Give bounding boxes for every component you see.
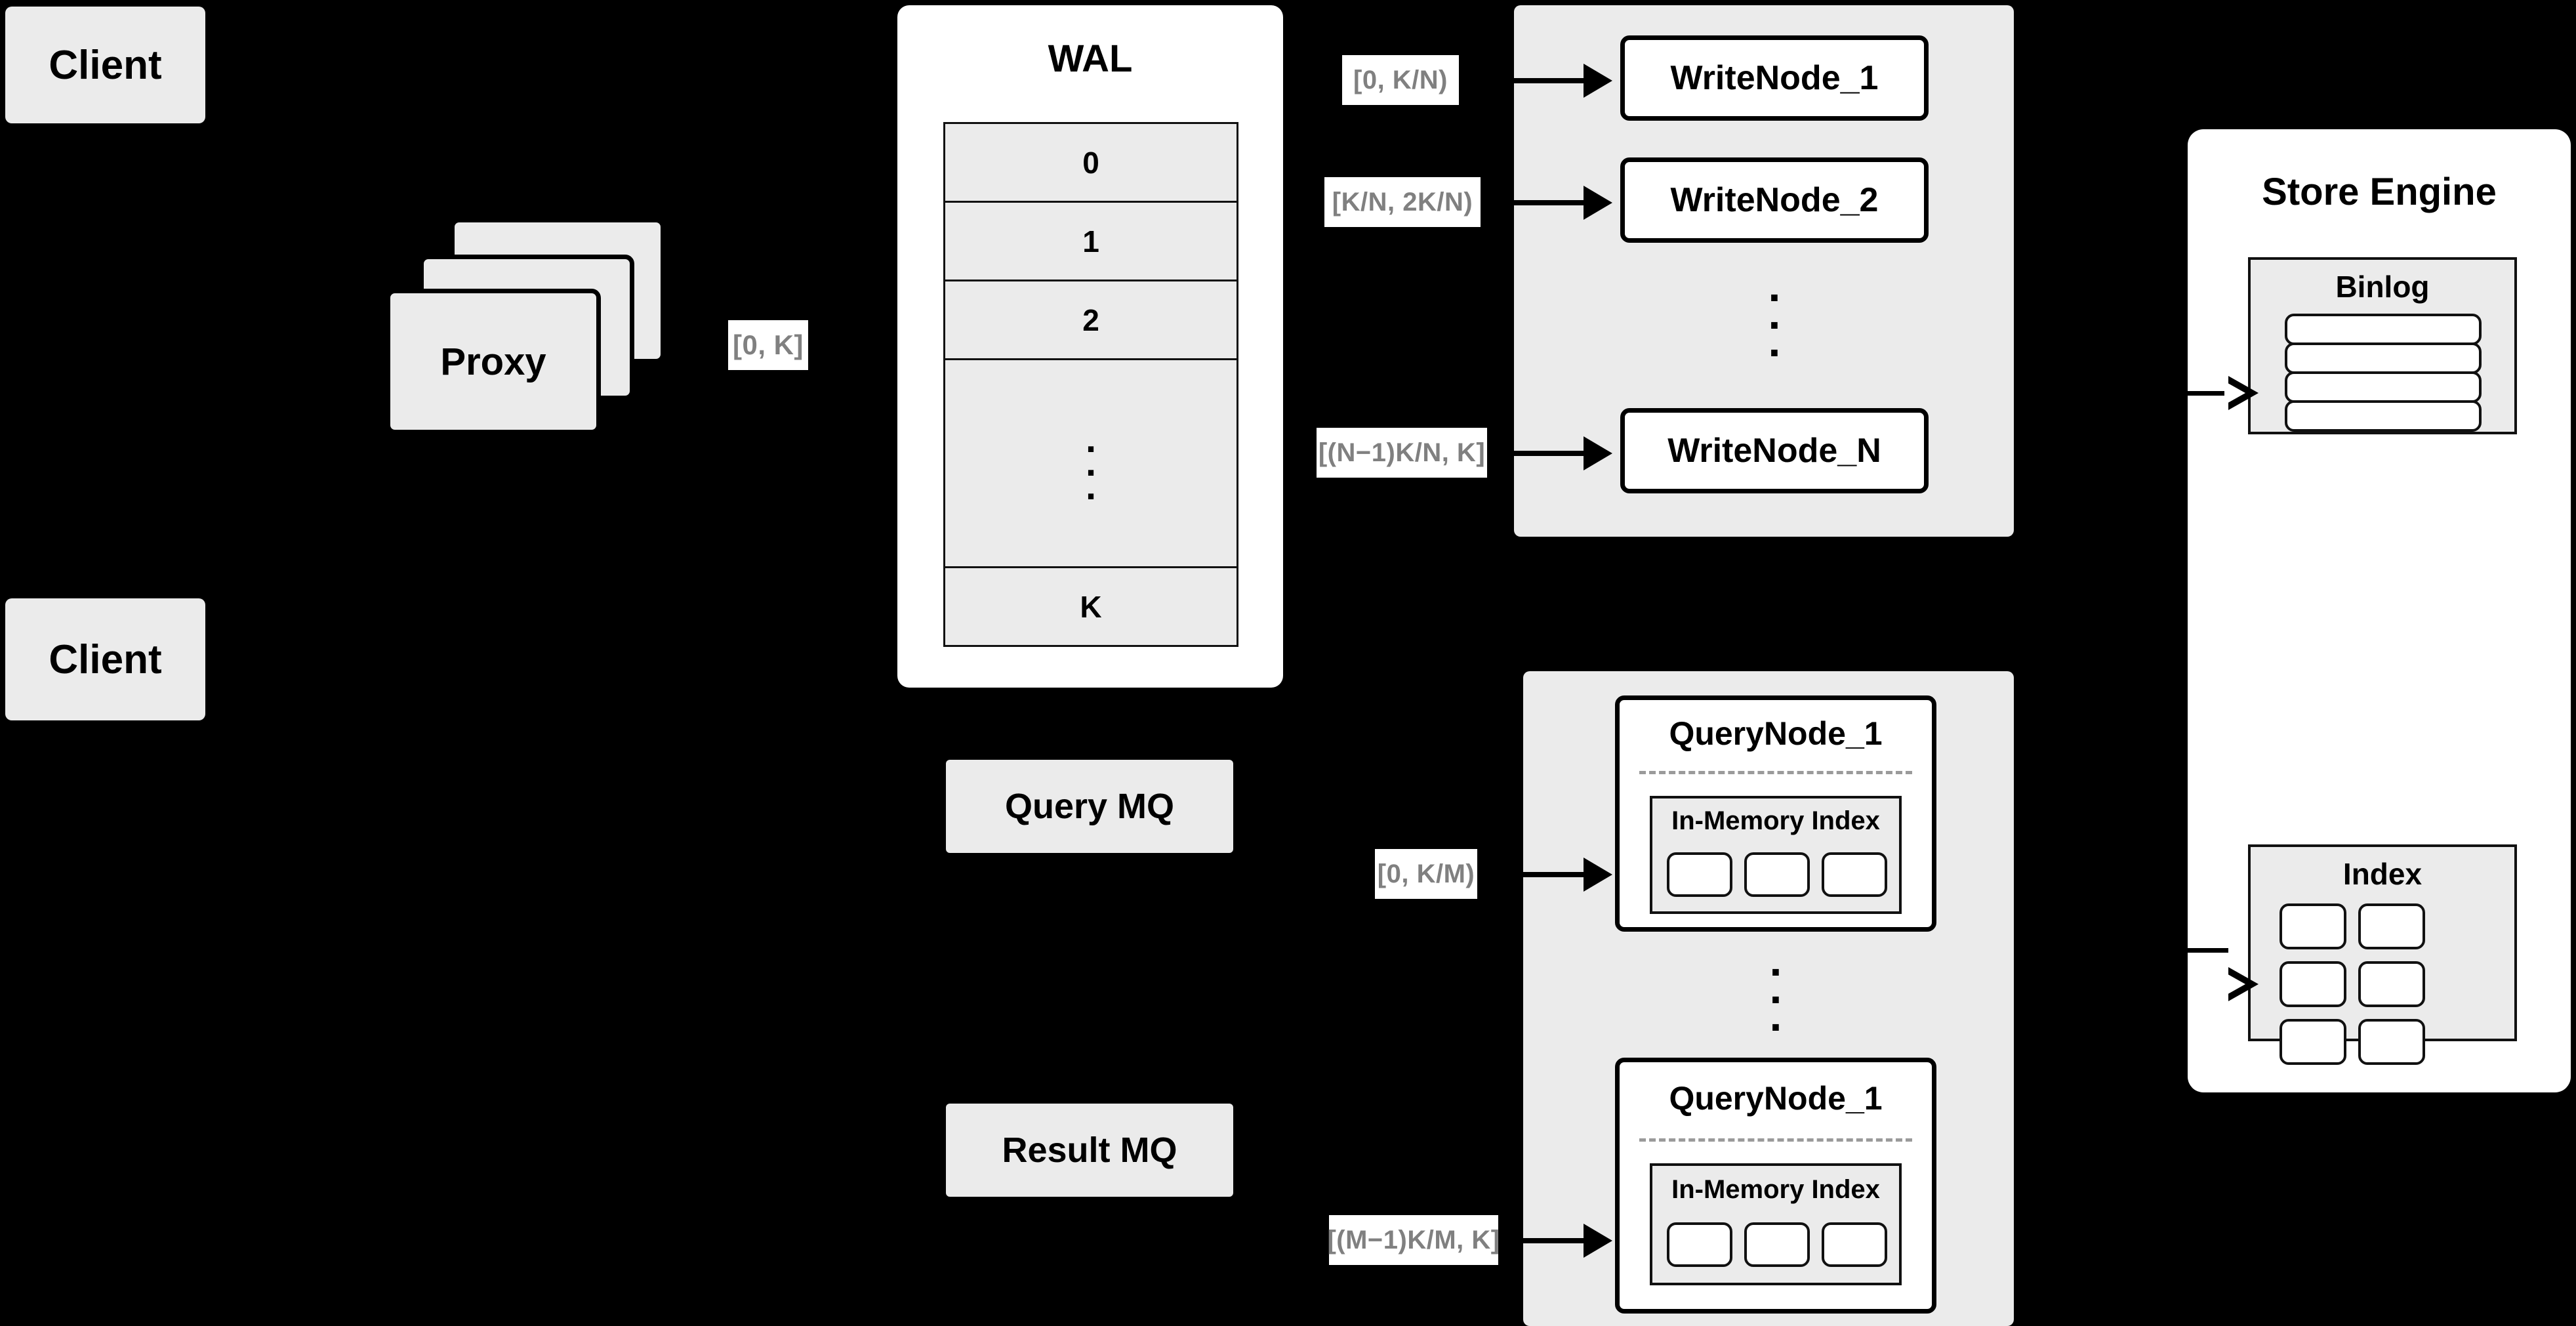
wal-panel: WAL 0 1 2 ... K — [897, 5, 1283, 688]
writenode-n-arrow-head-icon — [1584, 436, 1612, 470]
querynode-1-range-label: [0, K/M) — [1375, 849, 1477, 899]
index-cell[interactable] — [2358, 903, 2425, 949]
wal-cell[interactable]: 1 — [943, 203, 1238, 281]
wal-cell-list: 0 1 2 ... K — [943, 122, 1238, 647]
index-title: Index — [2342, 857, 2423, 891]
inmemory-index-segments — [1667, 1222, 1887, 1267]
query-mq-label: Query MQ — [1004, 787, 1175, 826]
writenode-2-range-label: [K/N, 2K/N) — [1324, 177, 1481, 227]
binlog-arrow-head-icon — [2224, 376, 2259, 410]
writenode-2-box[interactable]: WriteNode_2 — [1620, 157, 1929, 243]
binlog-title: Binlog — [2335, 270, 2430, 304]
query-mq-box[interactable]: Query MQ — [946, 760, 1233, 853]
index-cell[interactable] — [2280, 903, 2346, 949]
client-box-bottom[interactable]: Client — [5, 598, 205, 720]
result-mq-label: Result MQ — [1002, 1130, 1177, 1170]
index-box: Index — [2248, 844, 2517, 1065]
wal-ellipsis: ... — [1085, 418, 1097, 508]
proxy-range-label: [0, K] — [728, 320, 808, 370]
index-segment[interactable] — [1667, 1222, 1732, 1267]
client-label: Client — [49, 42, 162, 88]
querynode-m-title: QueryNode_1 — [1669, 1080, 1883, 1117]
querynode-m-range-label: [(M−1)K/M, K] — [1327, 1215, 1500, 1265]
inmemory-index-title: In-Memory Index — [1671, 806, 1880, 835]
querynode-m-separator — [1639, 1138, 1912, 1142]
index-cell[interactable] — [2280, 1019, 2346, 1065]
index-segment[interactable] — [1744, 1222, 1810, 1267]
wal-cell[interactable]: 2 — [943, 281, 1238, 360]
querynode-1-inmemory-index: In-Memory Index — [1650, 796, 1902, 914]
writenode-2-arrow-head-icon — [1584, 186, 1612, 220]
index-segment[interactable] — [1822, 852, 1887, 897]
binlog-row[interactable] — [2285, 400, 2482, 432]
writenode-2-arrow-line — [1483, 200, 1584, 205]
inmemory-index-title: In-Memory Index — [1671, 1175, 1880, 1204]
wal-cell[interactable]: 0 — [943, 122, 1238, 203]
index-cell[interactable] — [2358, 961, 2425, 1007]
writenode-n-box[interactable]: WriteNode_N — [1620, 408, 1929, 493]
index-arrow-line — [2188, 948, 2228, 953]
querynode-1-arrow-line — [1480, 872, 1584, 877]
binlog-row[interactable] — [2285, 314, 2482, 345]
client-label: Client — [49, 636, 162, 682]
query-cluster-ellipsis: ... — [1769, 936, 1782, 1041]
binlog-rows — [2285, 314, 2482, 432]
index-segment[interactable] — [1822, 1222, 1887, 1267]
writenode-n-range-label: [(N−1)K/N, K] — [1317, 428, 1487, 478]
index-segment[interactable] — [1667, 852, 1732, 897]
writenode-1-box[interactable]: WriteNode_1 — [1620, 35, 1929, 121]
inmemory-index-segments — [1667, 852, 1887, 897]
writenode-n-arrow-line — [1490, 451, 1584, 456]
querynode-1-separator — [1639, 771, 1912, 774]
proxy-label: Proxy — [440, 340, 546, 383]
binlog-row[interactable] — [2285, 342, 2482, 374]
client-box-top[interactable]: Client — [5, 7, 205, 123]
querynode-1-title: QueryNode_1 — [1669, 715, 1883, 752]
binlog-row[interactable] — [2285, 371, 2482, 403]
index-cell[interactable] — [2358, 1019, 2425, 1065]
writenode-1-arrow-head-icon — [1584, 64, 1612, 98]
result-mq-box[interactable]: Result MQ — [946, 1104, 1233, 1197]
writenode-1-range-label: [0, K/N) — [1342, 55, 1459, 105]
querynode-m-inmemory-index: In-Memory Index — [1650, 1163, 1902, 1285]
binlog-arrow-line — [2188, 391, 2228, 396]
querynode-m-arrow-head-icon — [1584, 1224, 1612, 1258]
proxy-box[interactable]: Proxy — [386, 289, 601, 434]
store-engine-panel: Store Engine Binlog Index — [2188, 129, 2571, 1092]
index-cell[interactable] — [2280, 961, 2346, 1007]
querynode-m-arrow-line — [1501, 1238, 1584, 1243]
writenode-1-arrow-line — [1462, 78, 1584, 83]
store-engine-title: Store Engine — [2262, 171, 2497, 213]
index-arrow-head-icon — [2224, 967, 2259, 1001]
querynode-m-box[interactable]: QueryNode_1 In-Memory Index — [1615, 1058, 1936, 1314]
write-cluster-ellipsis: ... — [1768, 261, 1781, 367]
wal-cell-ellipsis: ... — [943, 360, 1238, 568]
binlog-box: Binlog — [2248, 257, 2517, 434]
querynode-1-arrow-head-icon — [1584, 858, 1612, 892]
wal-title: WAL — [1048, 37, 1133, 80]
wal-cell[interactable]: K — [943, 568, 1238, 647]
index-grid — [2280, 903, 2491, 1065]
querynode-1-box[interactable]: QueryNode_1 In-Memory Index — [1615, 695, 1936, 932]
index-segment[interactable] — [1744, 852, 1810, 897]
